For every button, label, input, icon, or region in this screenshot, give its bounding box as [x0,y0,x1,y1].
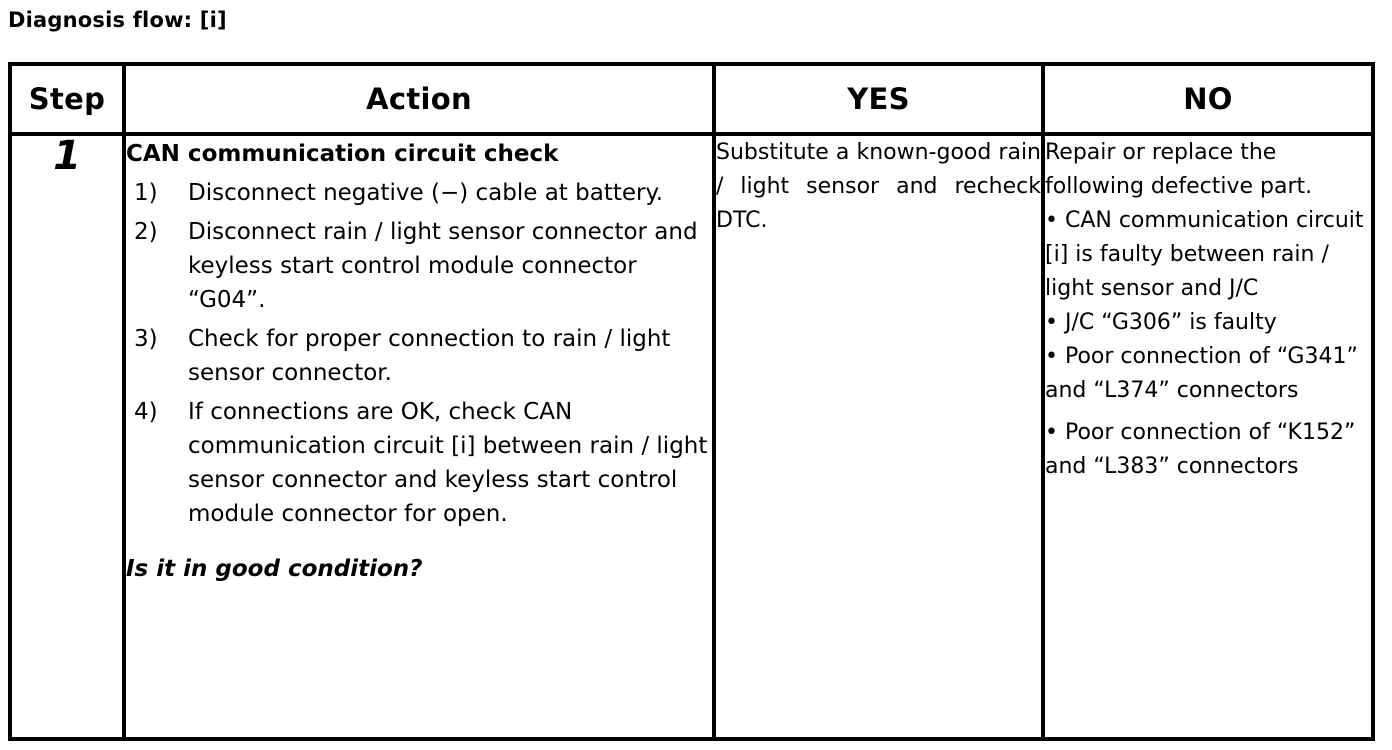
column-header-no: NO [1041,62,1375,136]
column-header-action: Action [122,62,716,136]
action-step-marker: 1) [134,180,158,206]
action-step-marker: 2) [134,219,158,245]
table-header-row: Step Action YES NO [8,62,1375,136]
page-title: Diagnosis flow: [i] [8,8,227,32]
list-item: • J/C “G306” is faulty [1045,310,1277,335]
action-step-list: 1) Disconnect negative (−) cable at batt… [126,176,712,531]
action-step-item: 3) Check for proper connection to rain /… [126,322,712,390]
action-step-item: 1) Disconnect negative (−) cable at batt… [126,176,712,210]
action-step-text: Check for proper connection to rain / li… [188,326,671,386]
action-heading: CAN communication circuit check [126,141,559,167]
cell-no: Repair or replace the following defectiv… [1041,132,1375,741]
action-step-marker: 4) [134,399,158,425]
no-defective-part-list: • CAN communication circuit [i] is fault… [1045,204,1371,484]
action-step-text: Disconnect rain / light sensor connector… [188,219,698,313]
action-step-item: 2) Disconnect rain / light sensor connec… [126,215,712,317]
list-item: • CAN communication circuit [i] is fault… [1045,208,1364,301]
table-row: 1 CAN communication circuit check 1) Dis… [8,132,1375,741]
action-step-marker: 3) [134,326,158,352]
action-step-text: Disconnect negative (−) cable at battery… [188,180,664,206]
list-item: • Poor connection of “K152” and “L383” c… [1045,420,1356,479]
column-header-yes: YES [712,62,1045,136]
column-header-step: Step [8,62,126,136]
step-number: 1 [53,133,81,179]
cell-step: 1 [8,132,126,741]
list-item: • Poor connection of “G341” and “L374” c… [1045,344,1358,403]
action-step-text: If connections are OK, check CAN communi… [188,399,708,527]
diagnosis-flow-table: Step Action YES NO 1 CAN communication c… [8,62,1375,741]
cell-yes: Substitute a known-good rain / light sen… [712,132,1045,741]
action-step-item: 4) If connections are OK, check CAN comm… [126,395,712,531]
cell-action: CAN communication circuit check 1) Disco… [122,132,716,741]
yes-result-text: Substitute a known-good rain / light sen… [716,140,1041,233]
no-result-lead: Repair or replace the following defectiv… [1045,140,1313,199]
action-question: Is it in good condition? [126,556,423,582]
